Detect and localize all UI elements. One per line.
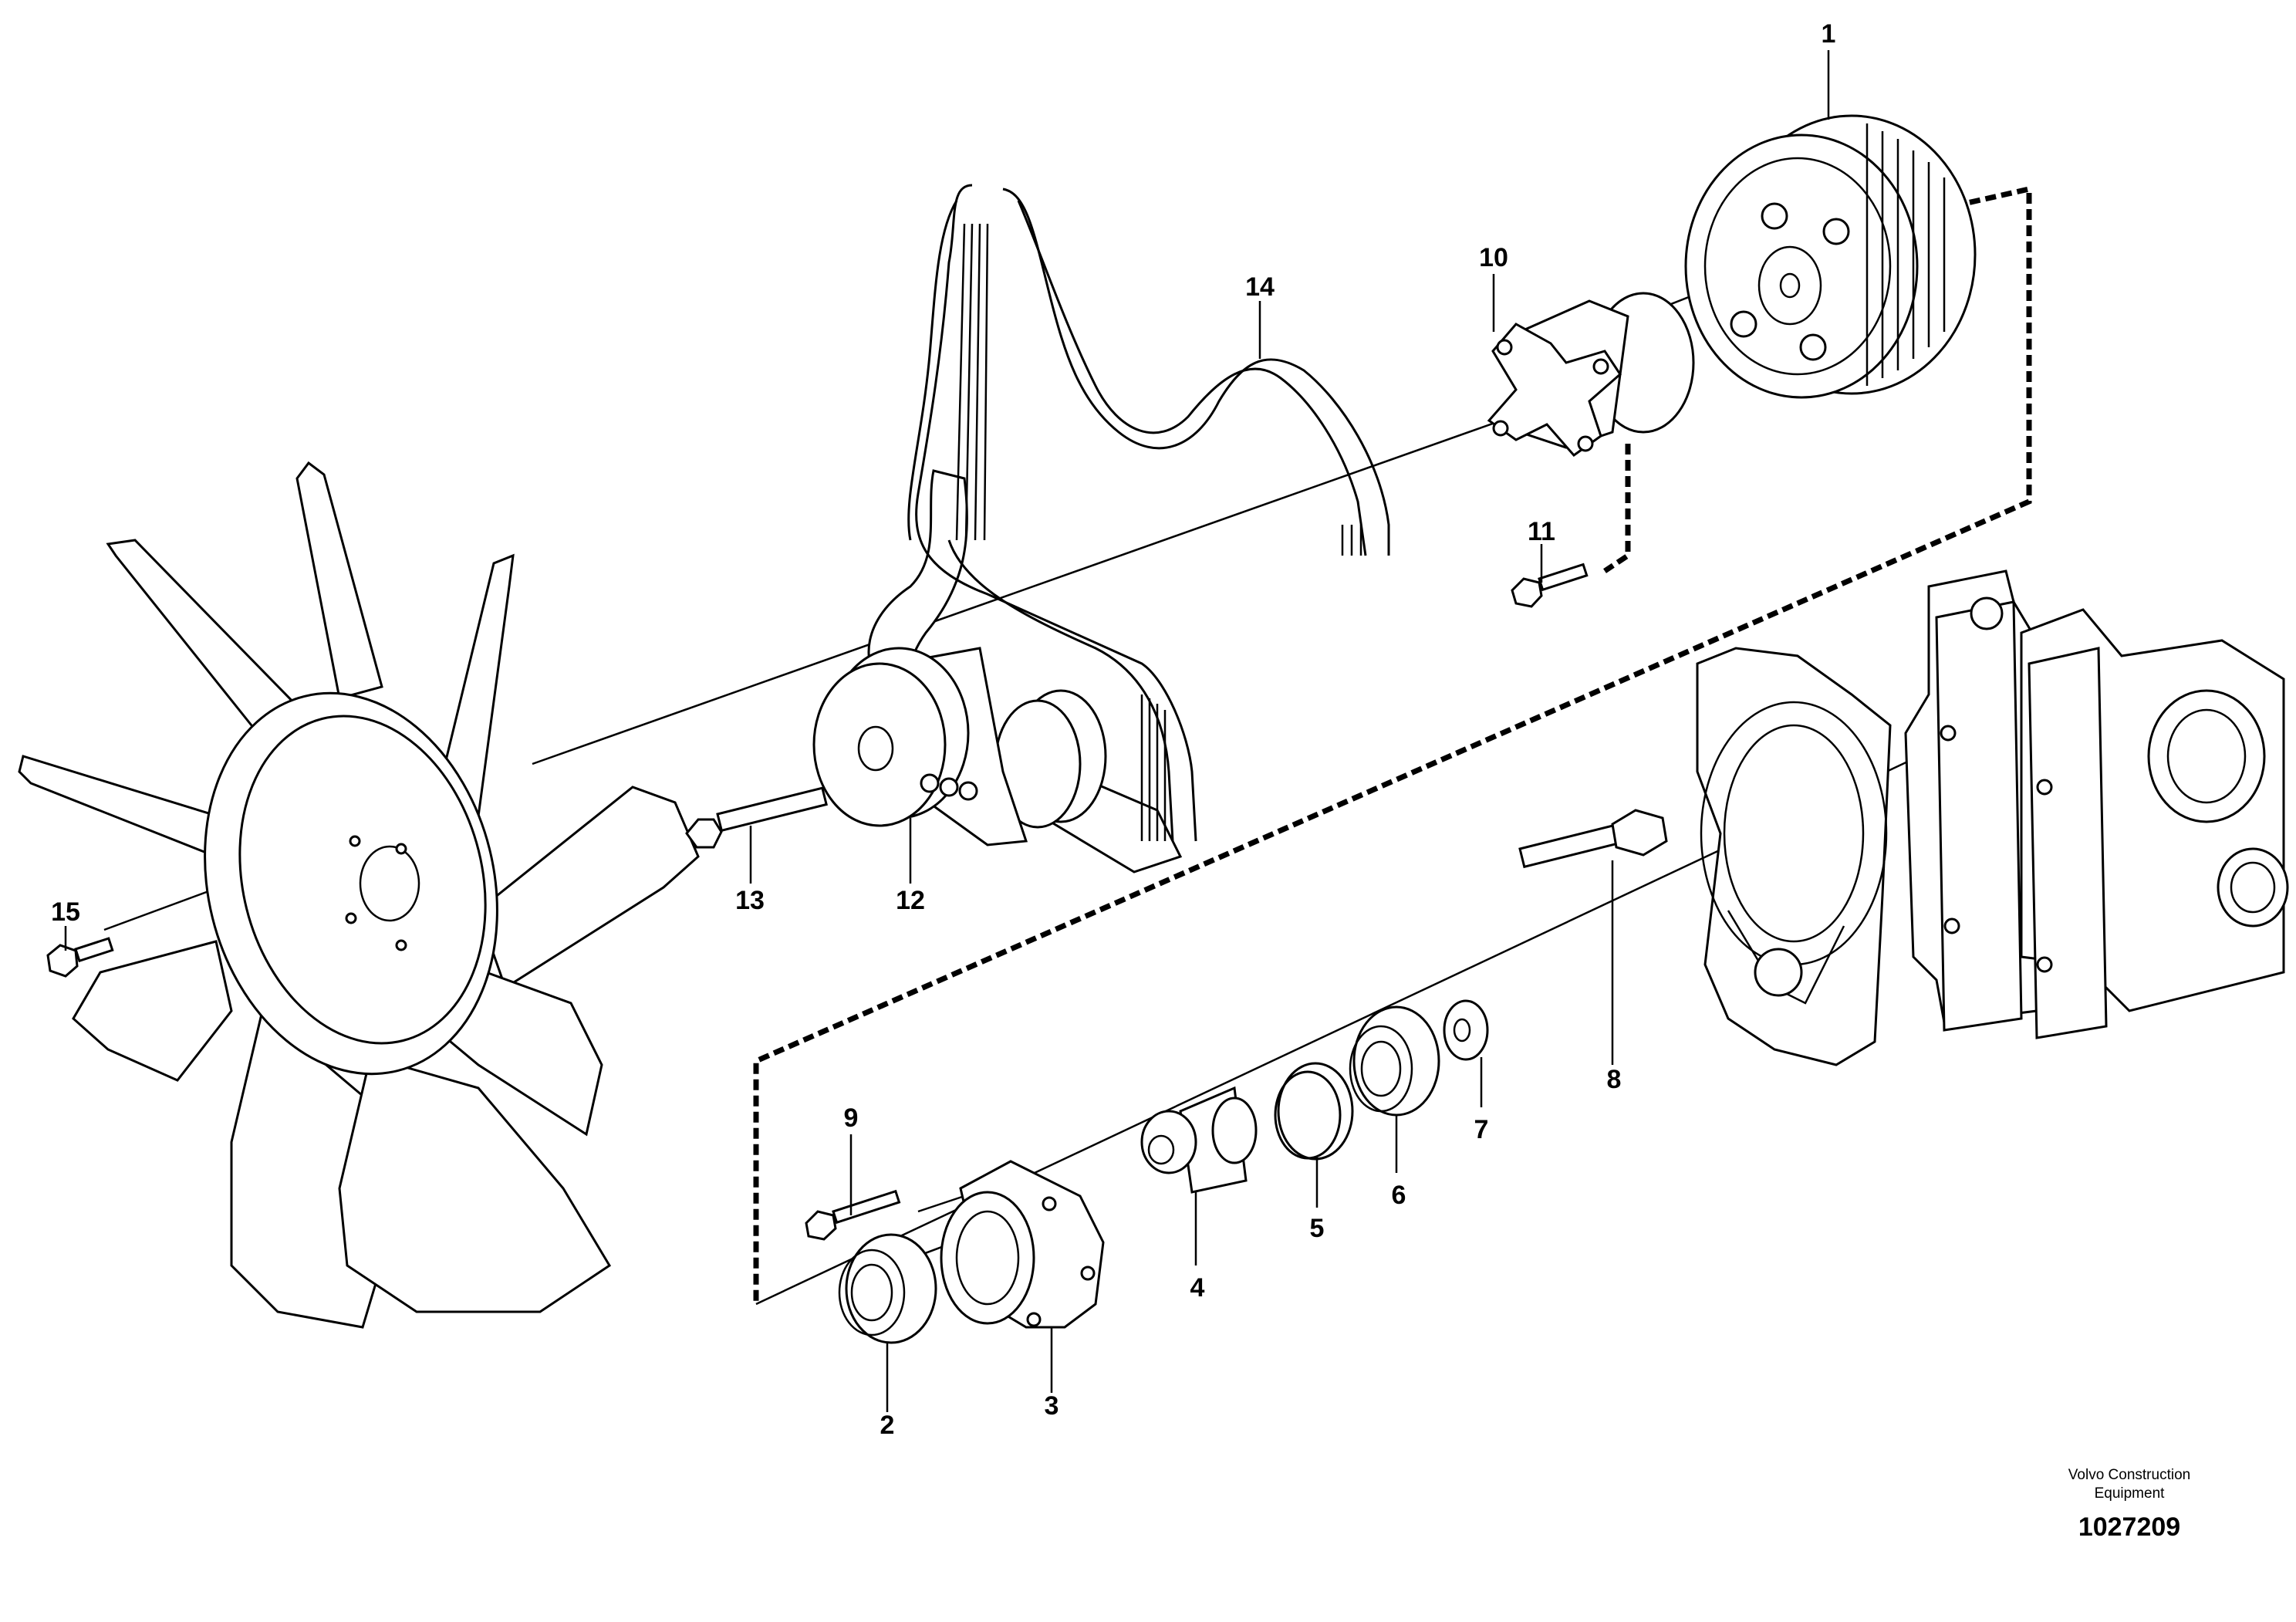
bolt-15 — [46, 937, 114, 978]
part-label-9: 9 — [844, 1103, 859, 1133]
credit-line-2: Equipment — [2094, 1485, 2165, 1502]
bearing-housing-3 — [940, 1160, 1105, 1329]
part-label-8: 8 — [1607, 1065, 1622, 1094]
drawing-number: 1027209 — [2078, 1512, 2181, 1542]
circlip-5 — [1274, 1062, 1354, 1161]
bolt-11 — [1511, 563, 1589, 608]
part-label-15: 15 — [51, 897, 80, 927]
belt-tensioner — [812, 647, 1107, 846]
credit-line-1: Volvo Construction — [2068, 1467, 2191, 1483]
dashed-connectors — [753, 185, 2032, 1304]
water-pump-housing — [1696, 569, 2289, 1066]
part-label-5: 5 — [1310, 1214, 1325, 1243]
part-labels: 1 2 3 4 5 6 7 8 9 10 11 12 13 14 15 — [51, 19, 1835, 1440]
part-label-7: 7 — [1474, 1115, 1489, 1144]
cooling-fan — [18, 461, 700, 1329]
spacer-sleeve-4 — [1140, 1086, 1258, 1194]
part-label-10: 10 — [1479, 243, 1508, 272]
part-label-13: 13 — [735, 886, 765, 915]
pulley — [1684, 114, 1977, 399]
part-label-6: 6 — [1392, 1181, 1406, 1210]
part-label-2: 2 — [880, 1411, 895, 1440]
part-label-3: 3 — [1045, 1391, 1059, 1421]
leader-lines — [64, 50, 1830, 1412]
part-label-14: 14 — [1245, 272, 1275, 302]
pulley-hub — [1487, 292, 1695, 458]
bearing-2 — [838, 1233, 937, 1344]
part-label-4: 4 — [1190, 1273, 1205, 1303]
manufacturer-credit: Volvo Construction Equipment — [2037, 1466, 2222, 1503]
bolt-8 — [1518, 809, 1668, 869]
part-label-12: 12 — [896, 886, 925, 915]
bearing-6 — [1349, 1005, 1440, 1117]
part-label-11: 11 — [1528, 517, 1555, 546]
part-label-1: 1 — [1822, 19, 1836, 49]
washer-7 — [1443, 999, 1489, 1061]
bolt-13 — [685, 786, 828, 849]
poly-v-belt — [867, 184, 1390, 874]
bolt-9 — [805, 1189, 901, 1241]
